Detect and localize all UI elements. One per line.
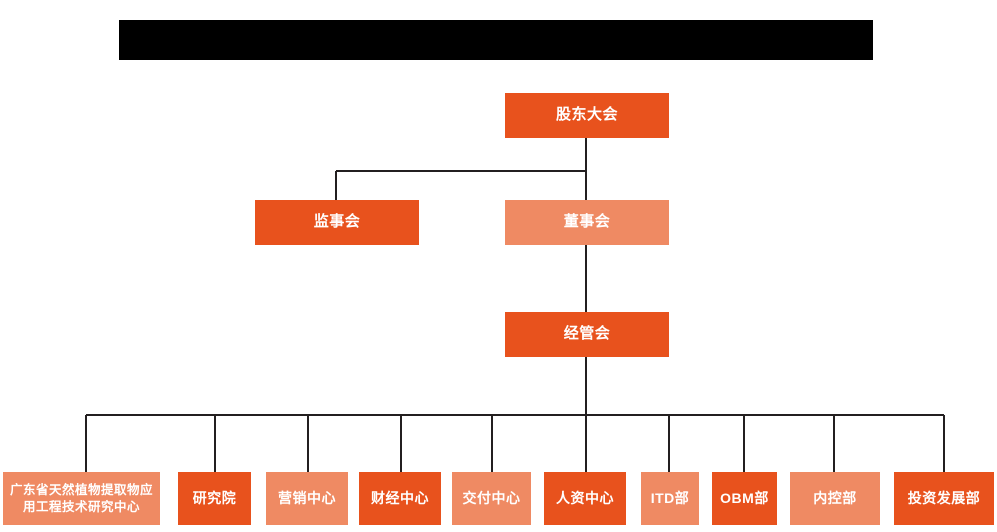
node-management[interactable]: 经管会 — [505, 312, 669, 357]
node-finance-center[interactable]: 财经中心 — [359, 472, 441, 525]
node-board[interactable]: 董事会 — [505, 200, 669, 245]
node-hr-center[interactable]: 人资中心 — [544, 472, 626, 525]
node-delivery-center[interactable]: 交付中心 — [452, 472, 531, 525]
node-shareholders[interactable]: 股东大会 — [505, 93, 669, 138]
node-investment-dev-dept[interactable]: 投资发展部 — [894, 472, 994, 525]
node-research-institute[interactable]: 研究院 — [178, 472, 251, 525]
node-itd-dept[interactable]: ITD部 — [641, 472, 699, 525]
node-obm-dept[interactable]: OBM部 — [712, 472, 777, 525]
node-marketing-center[interactable]: 营销中心 — [266, 472, 348, 525]
node-internal-control-dept[interactable]: 内控部 — [790, 472, 880, 525]
redacted-title-bar — [119, 20, 873, 60]
node-supervisors[interactable]: 监事会 — [255, 200, 419, 245]
node-eng-center[interactable]: 广东省天然植物提取物应 用工程技术研究中心 — [3, 472, 160, 525]
